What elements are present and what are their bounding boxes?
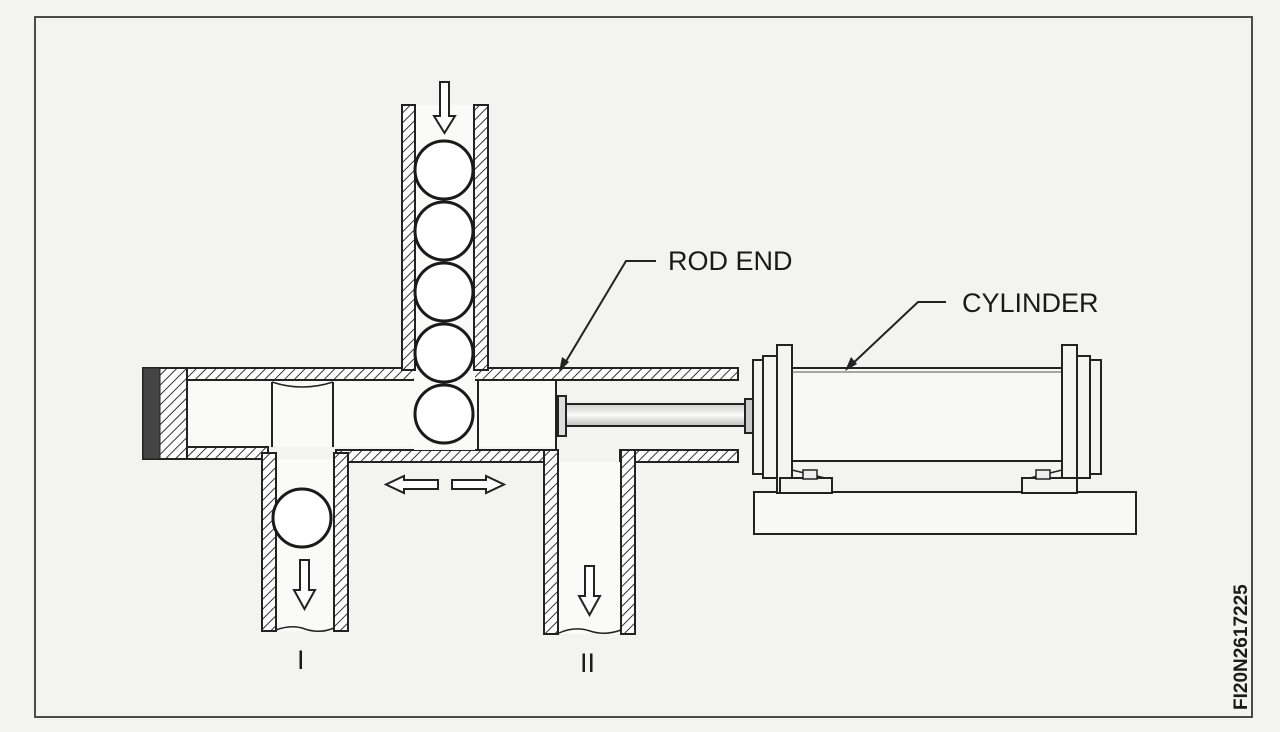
figure-code-label: FI20N2617225 <box>1231 584 1252 710</box>
leader-lines <box>561 260 946 369</box>
outlet-2-right-wall <box>620 449 636 635</box>
outlet-2-label: II <box>580 648 595 678</box>
ball-stack <box>413 139 475 445</box>
ball <box>413 322 475 384</box>
ball <box>413 261 475 323</box>
rod <box>565 403 747 427</box>
rod-end-arrowhead <box>559 357 569 372</box>
outlet-2-down-arrow-icon <box>577 565 602 618</box>
ball <box>413 383 475 445</box>
figure-frame <box>34 16 1253 718</box>
shuttle-slide <box>271 380 557 449</box>
feed-tube-left-wall <box>401 104 416 371</box>
cylinder-barrel <box>791 367 1063 462</box>
feed-down-arrow-icon <box>432 81 457 135</box>
ball <box>413 139 475 201</box>
rod-end-leader <box>561 260 656 369</box>
rear-bracket <box>1061 344 1078 494</box>
ball <box>271 487 333 549</box>
outlet-2-left-wall <box>543 449 559 635</box>
outlet-1-label: I <box>297 645 305 675</box>
cylinder-base <box>753 491 1137 535</box>
outlet-1-right-wall <box>333 452 349 632</box>
slide-right-arrow-icon <box>451 474 507 495</box>
rod-end-label: ROD END <box>668 246 793 276</box>
cylinder-label: CYLINDER <box>962 288 1099 318</box>
cylinder-assembly <box>752 344 1137 535</box>
piston-rod <box>557 395 754 437</box>
outlet-1-down-arrow-icon <box>292 559 317 612</box>
front-bracket <box>776 344 793 494</box>
channel-bottom-wall-mid <box>335 449 547 463</box>
cylinder-leader <box>847 301 946 369</box>
channel-bottom-wall-right <box>619 449 739 463</box>
cylinder-arrowhead <box>845 357 857 371</box>
slide-left-arrow-icon <box>383 474 439 495</box>
flow-arrows <box>292 81 602 618</box>
outlet-1-left-wall <box>261 452 277 632</box>
feed-tube-right-wall <box>473 104 489 371</box>
ball <box>413 200 475 262</box>
